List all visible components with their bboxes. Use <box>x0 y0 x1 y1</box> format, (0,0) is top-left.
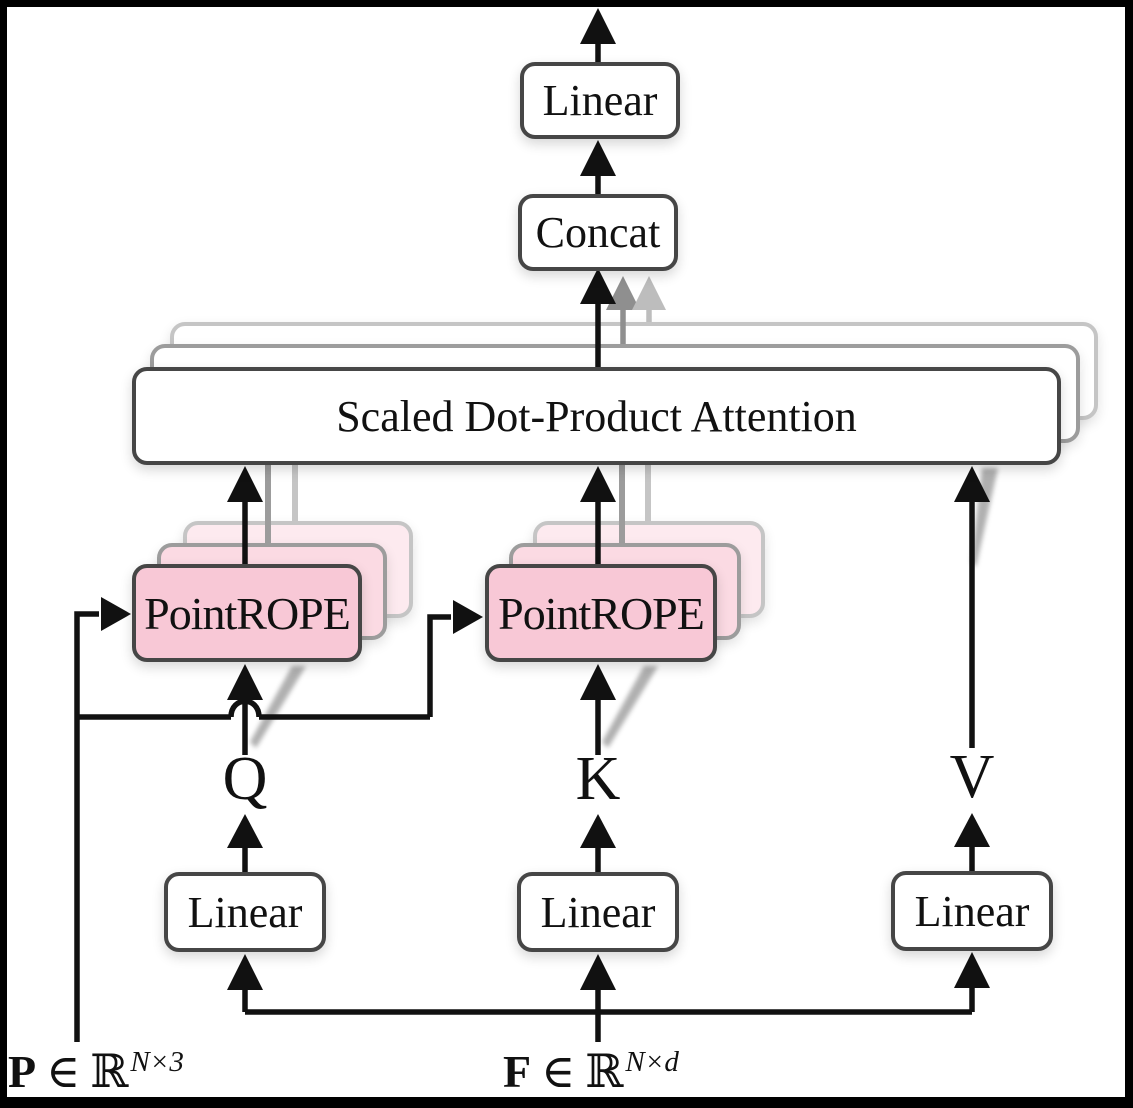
arrowhead-into-k-label <box>580 814 616 848</box>
k-label: K <box>575 745 621 813</box>
linear-v-label: Linear <box>914 886 1030 936</box>
input-label-p: P∈ℝN×3 <box>8 1048 184 1095</box>
real-set-symbol: ℝ <box>90 1044 129 1098</box>
pointrope-left-box: PointROPE <box>132 564 362 662</box>
linear-k-label: Linear <box>540 887 656 937</box>
arrowhead-k-into-pointrope <box>580 664 616 700</box>
arrowhead-q-into-attention <box>227 466 263 502</box>
p-dimension-superscript: N×3 <box>130 1046 184 1078</box>
element-of-symbol: ∈ <box>541 1046 576 1097</box>
top-linear-label: Linear <box>542 76 658 125</box>
q-label: Q <box>222 745 268 813</box>
linear-v-box: Linear <box>891 871 1053 951</box>
arrowhead-f-into-linear-q <box>227 954 263 990</box>
arrowhead-f-into-linear-k <box>580 954 616 990</box>
attention-box: Scaled Dot-Product Attention <box>132 367 1061 465</box>
black-wires <box>74 44 975 1042</box>
top-linear-box: Linear <box>520 62 680 139</box>
ghost-connectors <box>265 465 651 544</box>
pointrope-right-box: PointROPE <box>485 564 717 662</box>
arrowhead-into-top-linear <box>580 140 616 176</box>
frame-border-right <box>1125 0 1133 1108</box>
arrowhead-into-concat <box>580 268 616 304</box>
wire-p-riser <box>74 611 99 1042</box>
arrowhead-v-into-attention <box>954 466 990 502</box>
pointrope-left-label: PointROPE <box>144 587 351 639</box>
pointrope-right-label: PointROPE <box>498 587 705 639</box>
linear-k-box: Linear <box>517 872 679 952</box>
swoosh-right-pointrope <box>602 666 658 748</box>
swoosh-v-line <box>971 468 998 567</box>
swoosh-left-pointrope <box>250 666 306 748</box>
f-dimension-superscript: N×d <box>625 1046 679 1078</box>
ghost-arrows-to-concat <box>606 276 666 344</box>
arrowhead-q-into-pointrope <box>227 664 263 700</box>
v-label: V <box>949 743 995 811</box>
arrowhead-f-into-linear-v <box>954 952 990 988</box>
frame-border-bottom <box>0 1097 1133 1108</box>
arrowhead-into-v-label <box>954 813 990 847</box>
arrowhead-output <box>580 8 616 44</box>
arrowhead-into-q-label <box>227 814 263 848</box>
black-arrowheads <box>101 8 990 990</box>
arrowhead-p-into-left-pointrope <box>101 597 131 631</box>
p-symbol: P <box>8 1046 37 1097</box>
depth-shadow-swooshes <box>250 468 998 748</box>
linear-q-label: Linear <box>187 887 303 937</box>
arrowhead-concat-light <box>632 276 666 310</box>
concat-box: Concat <box>518 194 678 271</box>
frame-border-left <box>0 0 7 1108</box>
arrowhead-k-into-attention <box>580 466 616 502</box>
wire-hop-over-q <box>228 698 262 718</box>
concat-label: Concat <box>535 208 661 257</box>
linear-q-box: Linear <box>164 872 326 952</box>
attention-label: Scaled Dot-Product Attention <box>336 391 857 441</box>
element-of-symbol: ∈ <box>46 1046 81 1097</box>
arrowhead-p-into-right-pointrope <box>453 600 483 634</box>
wire-p-to-right-pointrope <box>427 614 451 717</box>
real-set-symbol: ℝ <box>585 1044 624 1098</box>
frame-border-top <box>0 0 1133 7</box>
f-symbol: F <box>503 1046 532 1097</box>
input-label-f: F∈ℝN×d <box>503 1048 679 1095</box>
